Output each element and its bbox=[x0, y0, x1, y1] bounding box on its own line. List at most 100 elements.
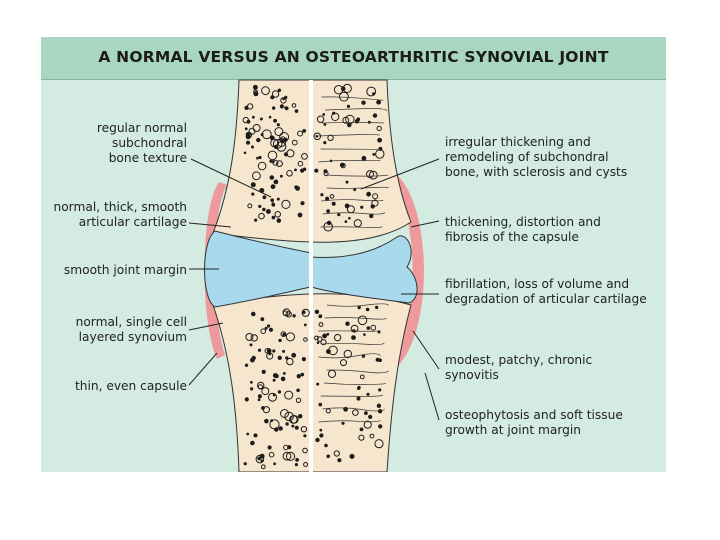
marrow-spot bbox=[378, 358, 382, 363]
sclerosis-hatch bbox=[318, 330, 381, 332]
marrow-spot bbox=[276, 123, 280, 127]
marrow-spot bbox=[268, 392, 277, 402]
label-oa-capsule: thickening, distortion and fibrosis of t… bbox=[445, 215, 601, 244]
marrow-spot bbox=[366, 326, 371, 330]
marrow-spot bbox=[246, 119, 251, 124]
leader-osteophytosis bbox=[424, 372, 440, 421]
marrow-spot bbox=[268, 451, 275, 458]
marrow-spot bbox=[353, 219, 362, 228]
marrow-spot bbox=[282, 451, 292, 461]
sclerosis-hatch bbox=[318, 159, 381, 163]
marrow-spot bbox=[296, 388, 300, 393]
marrow-spot bbox=[268, 327, 274, 332]
marrow-spot bbox=[251, 192, 255, 196]
marrow-spot bbox=[246, 103, 254, 110]
marrow-spot bbox=[368, 414, 373, 419]
marrow-spot bbox=[268, 115, 272, 119]
marrow-spot bbox=[319, 433, 324, 438]
marrow-spot bbox=[280, 376, 286, 382]
normal-capsule bbox=[204, 182, 227, 359]
leader-normal-synovium bbox=[188, 322, 224, 331]
marrow-spot bbox=[285, 422, 289, 426]
normal-cartilage bbox=[204, 230, 312, 308]
marrow-spot bbox=[268, 352, 271, 356]
marrow-spot bbox=[359, 374, 365, 380]
marrow-spot bbox=[303, 462, 309, 467]
marrow-spot bbox=[267, 150, 278, 161]
marrow-spot bbox=[278, 426, 283, 431]
marrow-spot bbox=[352, 409, 359, 416]
marrow-spot bbox=[274, 211, 281, 218]
marrow-spot bbox=[262, 207, 266, 212]
marrow-spot bbox=[320, 193, 324, 197]
marrow-spot bbox=[303, 337, 308, 342]
marrow-spot bbox=[356, 396, 361, 401]
marrow-spot bbox=[377, 137, 383, 143]
marrow-spot bbox=[315, 135, 319, 138]
marrow-spot bbox=[360, 205, 364, 209]
marrow-spot bbox=[257, 456, 261, 461]
marrow-spot bbox=[286, 149, 295, 158]
marrow-spot bbox=[262, 195, 267, 200]
marrow-spot bbox=[258, 204, 262, 208]
marrow-spot bbox=[342, 83, 352, 94]
marrow-spot bbox=[342, 116, 350, 124]
marrow-spot bbox=[271, 90, 280, 98]
marrow-spot bbox=[349, 453, 355, 459]
marrow-spot bbox=[302, 447, 308, 454]
marrow-spot bbox=[368, 170, 378, 180]
marrow-spot bbox=[314, 168, 319, 173]
marrow-spot bbox=[357, 385, 361, 390]
marrow-spot bbox=[260, 464, 266, 470]
marrow-spot bbox=[333, 450, 340, 457]
marrow-spot bbox=[264, 348, 271, 354]
marrow-spot bbox=[284, 390, 294, 400]
marrow-spot bbox=[374, 439, 384, 449]
marrow-spot bbox=[329, 194, 335, 199]
marrow-spot bbox=[286, 170, 293, 177]
oa-capsule bbox=[389, 172, 424, 367]
label-oa-cartilage: fibrillation, loss of volume and degrada… bbox=[445, 277, 647, 306]
marrow-spot bbox=[271, 160, 275, 164]
leader-oa-capsule bbox=[410, 220, 440, 228]
marrow-spot bbox=[323, 141, 327, 145]
marrow-spot bbox=[266, 209, 271, 214]
marrow-spot bbox=[273, 462, 277, 466]
marrow-spot bbox=[316, 115, 325, 123]
marrow-spot bbox=[372, 193, 379, 200]
joint-illustration bbox=[188, 79, 440, 472]
marrow-spot bbox=[357, 315, 368, 326]
marrow-spot bbox=[280, 97, 287, 104]
sclerosis-hatch bbox=[318, 419, 381, 423]
marrow-spot bbox=[369, 433, 375, 439]
sclerosis-hatch bbox=[325, 108, 388, 111]
marrow-spot bbox=[345, 321, 350, 326]
sclerosis-hatch bbox=[321, 96, 384, 101]
leader-lines bbox=[188, 158, 440, 421]
marrow-spot bbox=[376, 125, 382, 132]
oa-cartilage bbox=[310, 235, 418, 304]
marrow-spot bbox=[370, 324, 377, 331]
marrow-spot bbox=[245, 140, 251, 145]
marrow-spot bbox=[271, 215, 276, 220]
marrow-spot bbox=[291, 352, 297, 358]
marrow-spot bbox=[303, 434, 307, 438]
marrow-spot bbox=[285, 332, 295, 342]
label-osteophytosis: osteophytosis and soft tissue growth at … bbox=[445, 408, 623, 437]
marrow-spot bbox=[285, 356, 289, 360]
marrow-spot bbox=[361, 354, 366, 358]
marrow-spot bbox=[279, 104, 284, 109]
sclerosis-hatch bbox=[326, 369, 389, 374]
marrow-spot bbox=[257, 161, 267, 171]
marrow-spot bbox=[256, 156, 259, 160]
marrow-spot bbox=[273, 179, 279, 185]
marrow-spot bbox=[337, 213, 341, 217]
marrow-spot bbox=[252, 171, 261, 181]
marrow-spot bbox=[274, 127, 284, 137]
marrow-spot bbox=[363, 333, 366, 336]
marrow-spot bbox=[378, 424, 383, 429]
marrow-spot bbox=[251, 145, 254, 149]
marrow-spot bbox=[347, 122, 352, 128]
marrow-spot bbox=[269, 175, 275, 180]
marrow-spot bbox=[278, 338, 282, 343]
